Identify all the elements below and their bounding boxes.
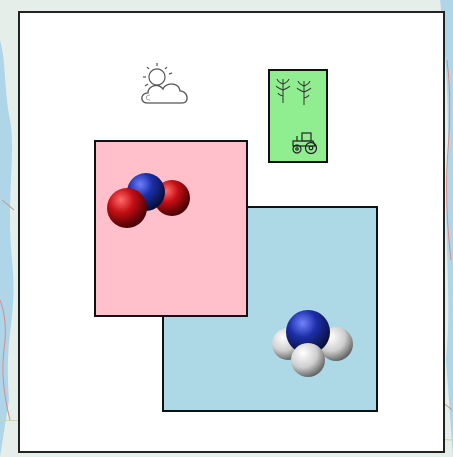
tractor-icon: [292, 132, 318, 155]
green-panel: [268, 69, 328, 163]
oxygen-atom: [107, 188, 147, 228]
hydrogen-atom: [291, 343, 325, 377]
plant-sprout-icon: [275, 78, 291, 103]
nitrogen-atom: [286, 310, 330, 354]
plant-sprout-icon: [296, 80, 312, 105]
sun-behind-cloud-icon: [141, 63, 188, 104]
pink-panel: [94, 140, 248, 317]
ammonia-molecule: [272, 310, 353, 377]
nitrogen-dioxide-molecule: [107, 173, 190, 228]
